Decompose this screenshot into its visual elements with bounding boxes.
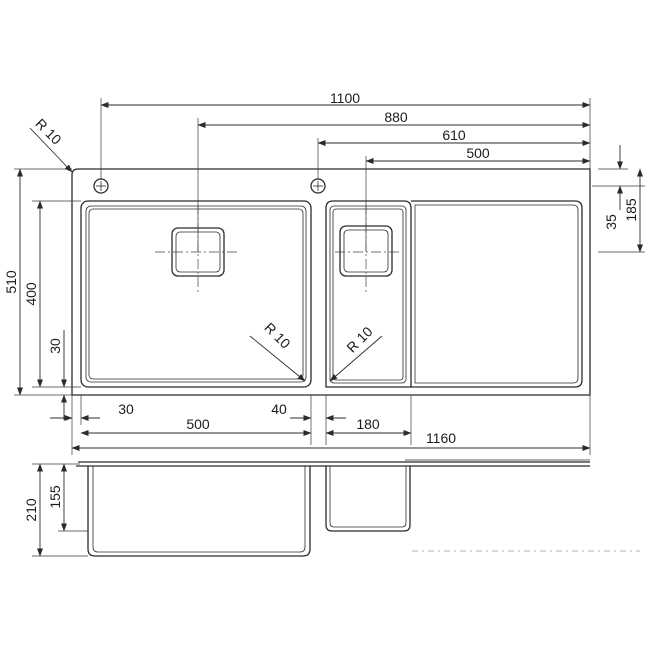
dim-500-bottom: 500	[186, 416, 210, 432]
dim-500-top: 500	[466, 145, 490, 161]
dim-210: 210	[23, 498, 39, 522]
dim-30-left: 30	[47, 338, 63, 354]
dim-510: 510	[3, 270, 19, 294]
elevation-view	[76, 459, 640, 557]
dimension-lines	[17, 102, 643, 557]
sink-outline	[71, 168, 591, 396]
plan-view	[71, 168, 591, 396]
dim-400: 400	[23, 282, 39, 306]
dim-610: 610	[442, 127, 466, 143]
large-bowl	[80, 200, 312, 388]
dim-35: 35	[603, 214, 619, 230]
drainer-board	[411, 200, 583, 388]
radius-outer-label: R 10	[32, 115, 64, 147]
dim-1160: 1160	[426, 430, 456, 446]
center-lines	[155, 205, 400, 295]
dim-880: 880	[384, 109, 408, 125]
radius-small-bowl-label: R 10	[343, 323, 375, 355]
radius-large-bowl-label: R 10	[261, 319, 293, 351]
extension-lines	[14, 98, 645, 557]
dim-155: 155	[47, 485, 63, 509]
small-bowl	[325, 200, 412, 388]
dim-1100: 1100	[330, 90, 360, 106]
dim-185: 185	[623, 198, 639, 222]
tap-hole-2	[310, 178, 326, 194]
dim-40: 40	[271, 401, 287, 417]
tap-hole-1	[93, 178, 109, 194]
dim-30-bottom: 30	[118, 401, 134, 417]
dimension-labels: 1100 880 610 500 1160 30 500 40 180 510 …	[3, 90, 639, 522]
dim-180: 180	[356, 416, 380, 432]
